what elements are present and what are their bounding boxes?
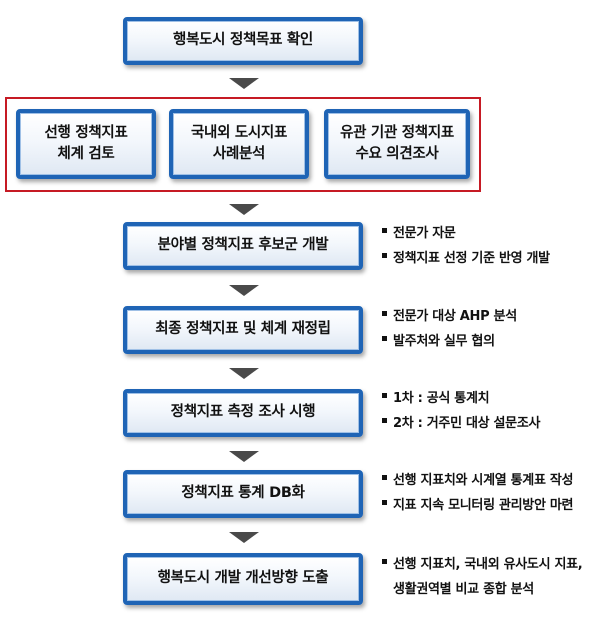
- bullet-icon: [382, 418, 387, 423]
- flow-arrow: [229, 451, 259, 462]
- bullet-icon: [382, 336, 387, 341]
- step-label: 최종 정책지표 및 체계 재정립: [155, 321, 331, 338]
- step-policy-goal-check: 행복도시 정책목표 확인: [123, 17, 363, 65]
- note-text: 정책지표 선정 기준 반영 개발: [393, 251, 550, 266]
- step-city-indicator-case-study: 국내외 도시지표 사례분석: [169, 109, 309, 179]
- step-prior-indicator-review: 선행 정책지표 체계 검토: [16, 109, 156, 179]
- step-indicator-measurement-survey: 정책지표 측정 조사 시행: [123, 389, 363, 437]
- note-text: 2차 : 거주민 대상 설문조사: [393, 416, 541, 431]
- note-text: 지표 지속 모니터링 관리방안 마련: [393, 498, 574, 513]
- note-text: 발주처와 실무 협의: [393, 334, 495, 349]
- step-label-line2: 체계 검토: [57, 146, 115, 162]
- step-development-improvement-direction: 행복도시 개발 개선방향 도출: [123, 553, 363, 605]
- note-step6: 선행 지표치, 국내외 유사도시 지표, 생활권역별 비교 종합 분석: [382, 553, 583, 597]
- note-item: 발주처와 실무 협의: [382, 330, 517, 349]
- step-label-line1: 국내외 도시지표: [190, 124, 288, 141]
- note-text: 선행 지표치, 국내외 유사도시 지표,: [393, 557, 583, 572]
- step-label-line2: 수요 의견조사: [355, 146, 439, 162]
- flow-arrow: [229, 285, 259, 296]
- note-item: 전문가 대상 AHP 분석: [382, 305, 517, 324]
- note-item: 1차 : 공식 통계치: [382, 387, 540, 406]
- note-step3: 전문가 대상 AHP 분석 발주처와 실무 협의: [382, 305, 517, 355]
- step-candidate-indicator-development: 분야별 정책지표 후보군 개발: [123, 222, 363, 270]
- step-final-indicator-system: 최종 정책지표 및 체계 재정립: [123, 306, 363, 354]
- note-step4: 1차 : 공식 통계치 2차 : 거주민 대상 설문조사: [382, 387, 540, 437]
- step-agency-demand-survey: 유관 기관 정책지표 수요 의견조사: [324, 109, 470, 179]
- note-text: 전문가 자문: [393, 226, 456, 241]
- step-label-line1: 선행 정책지표: [44, 124, 128, 141]
- note-text: 선행 지표치와 시계열 통계표 작성: [393, 473, 574, 488]
- bullet-icon: [382, 228, 387, 233]
- flow-arrow: [229, 78, 259, 89]
- bullet-icon: [382, 475, 387, 480]
- note-text-continued: 생활권역별 비교 종합 분석: [393, 582, 534, 597]
- flow-arrow: [229, 532, 259, 543]
- step-label-line2: 사례분석: [212, 146, 266, 162]
- note-item: 선행 지표치와 시계열 통계표 작성: [382, 469, 573, 488]
- note-item: 지표 지속 모니터링 관리방안 마련: [382, 494, 573, 513]
- note-item: 2차 : 거주민 대상 설문조사: [382, 412, 540, 431]
- step-label-line1: 유관 기관 정책지표: [340, 124, 454, 141]
- step-label: 정책지표 통계 DB화: [181, 485, 305, 502]
- note-item: 전문가 자문: [382, 222, 550, 241]
- step-label: 행복도시 개발 개선방향 도출: [157, 570, 329, 587]
- flow-arrow: [229, 204, 259, 215]
- step-label: 정책지표 측정 조사 시행: [170, 404, 316, 421]
- note-text: 전문가 대상 AHP 분석: [393, 309, 517, 324]
- note-step5: 선행 지표치와 시계열 통계표 작성 지표 지속 모니터링 관리방안 마련: [382, 469, 573, 519]
- bullet-icon: [382, 559, 387, 564]
- step-indicator-statistics-db: 정책지표 통계 DB화: [123, 470, 363, 518]
- note-item: 정책지표 선정 기준 반영 개발: [382, 247, 550, 266]
- note-text: 1차 : 공식 통계치: [393, 391, 490, 406]
- note-item: 선행 지표치, 국내외 유사도시 지표,: [382, 553, 583, 572]
- step-label: 행복도시 정책목표 확인: [173, 32, 313, 49]
- flow-arrow: [229, 368, 259, 379]
- step-label: 분야별 정책지표 후보군 개발: [157, 237, 329, 254]
- bullet-icon: [382, 253, 387, 258]
- note-step2: 전문가 자문 정책지표 선정 기준 반영 개발: [382, 222, 550, 272]
- review-group-frame: [5, 97, 481, 192]
- bullet-icon: [382, 500, 387, 505]
- bullet-icon: [382, 393, 387, 398]
- bullet-icon: [382, 311, 387, 316]
